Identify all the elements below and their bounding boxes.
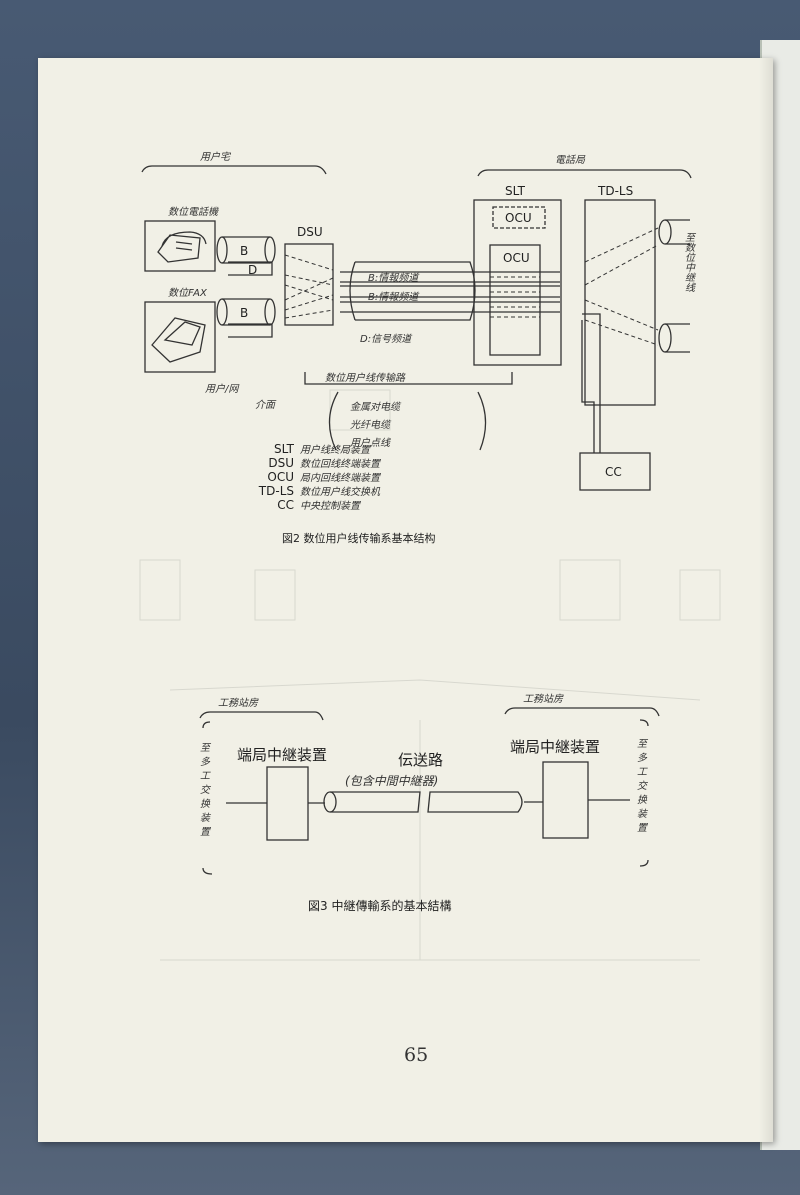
repeater-right-box xyxy=(542,761,589,839)
td-ls-box xyxy=(584,199,656,406)
telephone-office-label: 電話局 xyxy=(555,154,586,166)
digital-fax-label: 数位FAX xyxy=(168,287,208,299)
dsu-label: DSU xyxy=(297,225,323,239)
legend-desc: 用户线终局装置 xyxy=(300,444,371,456)
cc-box xyxy=(579,452,651,491)
legend-abbr: TD-LS xyxy=(258,484,294,498)
transmission-path-label: 数位用户线传输路 xyxy=(325,372,406,384)
media-parentheses xyxy=(328,391,487,451)
fax-machine-icon xyxy=(151,317,206,363)
b-label-phone: B xyxy=(240,244,248,258)
subscriber-cable-bundle xyxy=(340,261,560,321)
digital-fax-box xyxy=(144,301,216,373)
user-network-label: 用户/网 xyxy=(205,383,240,395)
media-item: 用户点线 xyxy=(350,437,391,449)
trunk-cables-right xyxy=(658,219,690,353)
ocu-dashed-label: OCU xyxy=(505,211,532,225)
station-left-bracket xyxy=(199,711,324,721)
figure-2-legend: SLT 用户线终局装置 DSU 数位回线终端装置 OCU 局内回线终端装置 TD… xyxy=(258,442,381,512)
td-ls-label: TD-LS xyxy=(597,184,633,198)
transmission-note: (包含中間中継器) xyxy=(345,774,438,788)
station-right-bracket xyxy=(504,707,660,717)
slt-label: SLT xyxy=(505,184,526,198)
repeater-left-label: 端局中継装置 xyxy=(237,746,327,764)
b-channel-1: B:情報频道 xyxy=(368,272,420,284)
d-label-phone: D xyxy=(248,263,257,277)
customer-bracket xyxy=(141,165,327,175)
media-item: 金属对电缆 xyxy=(350,401,402,413)
d-channel: D:信号频道 xyxy=(360,333,413,345)
mux-left-label: 至多工交换装置 xyxy=(198,742,210,840)
station-left-label: 工務站房 xyxy=(218,697,259,709)
dsu-box xyxy=(284,243,334,326)
mux-right-parens xyxy=(639,719,649,867)
transmission-path-bracket xyxy=(304,372,513,385)
cc-link xyxy=(581,313,601,453)
figure-3: 工務站房 工務站房 至多工交换装置 至多工交换装置 端局中継装置 端局中継装置 … xyxy=(198,693,660,913)
user-cable-phone xyxy=(216,236,276,276)
mux-left-parens xyxy=(202,721,213,875)
legend-desc: 中央控制装置 xyxy=(300,500,361,512)
transmission-label: 伝送路 xyxy=(398,751,443,769)
cc-label: CC xyxy=(605,465,622,479)
media-item: 光纤电缆 xyxy=(350,419,392,431)
legend-abbr: DSU xyxy=(268,456,294,470)
legend-desc: 数位用户线交换机 xyxy=(300,486,381,498)
slt-channel-lines xyxy=(490,227,659,346)
bleed-through xyxy=(139,389,721,961)
figure-2-caption: 図2 数位用户线传输系基本结构 xyxy=(282,531,436,545)
b-label-fax: B xyxy=(240,306,248,320)
dsu-channel-lines xyxy=(284,254,334,319)
ocu-label: OCU xyxy=(503,251,530,265)
digital-phone-label: 数位電話機 xyxy=(168,206,219,218)
right-side-label: 至数位中继线 xyxy=(683,232,695,292)
office-bracket xyxy=(477,169,692,179)
legend-abbr: SLT xyxy=(274,442,295,456)
telephone-icon xyxy=(157,231,207,263)
legend-abbr: OCU xyxy=(267,470,294,484)
digital-phone-box xyxy=(144,220,216,272)
legend-desc: 局内回线终端装置 xyxy=(300,472,381,484)
transmission-cable xyxy=(323,791,523,813)
mux-right-label: 至多工交换装置 xyxy=(635,738,647,836)
station-right-label: 工務站房 xyxy=(523,693,564,705)
figure-2: 用户宅 電話局 SLT TD-LS OCU OCU CC DSU 数位電話機 数… xyxy=(141,151,695,545)
page-number: 65 xyxy=(404,1044,429,1066)
legend-abbr: CC xyxy=(277,498,294,512)
b-channel-2: B:情報频道 xyxy=(368,291,420,303)
interface-label: 介面 xyxy=(255,399,277,411)
legend-desc: 数位回线终端装置 xyxy=(300,458,381,470)
repeater-right-label: 端局中継装置 xyxy=(510,738,600,756)
customer-premises-label: 用户宅 xyxy=(200,151,232,163)
repeater-left-box xyxy=(266,766,309,841)
figure-3-caption: 図3 中継傳輸系的基本結構 xyxy=(308,898,451,913)
user-cable-fax xyxy=(216,298,276,338)
ocu-box xyxy=(489,244,541,356)
ocu-dashed-box xyxy=(492,206,546,229)
book-page xyxy=(38,58,773,1142)
